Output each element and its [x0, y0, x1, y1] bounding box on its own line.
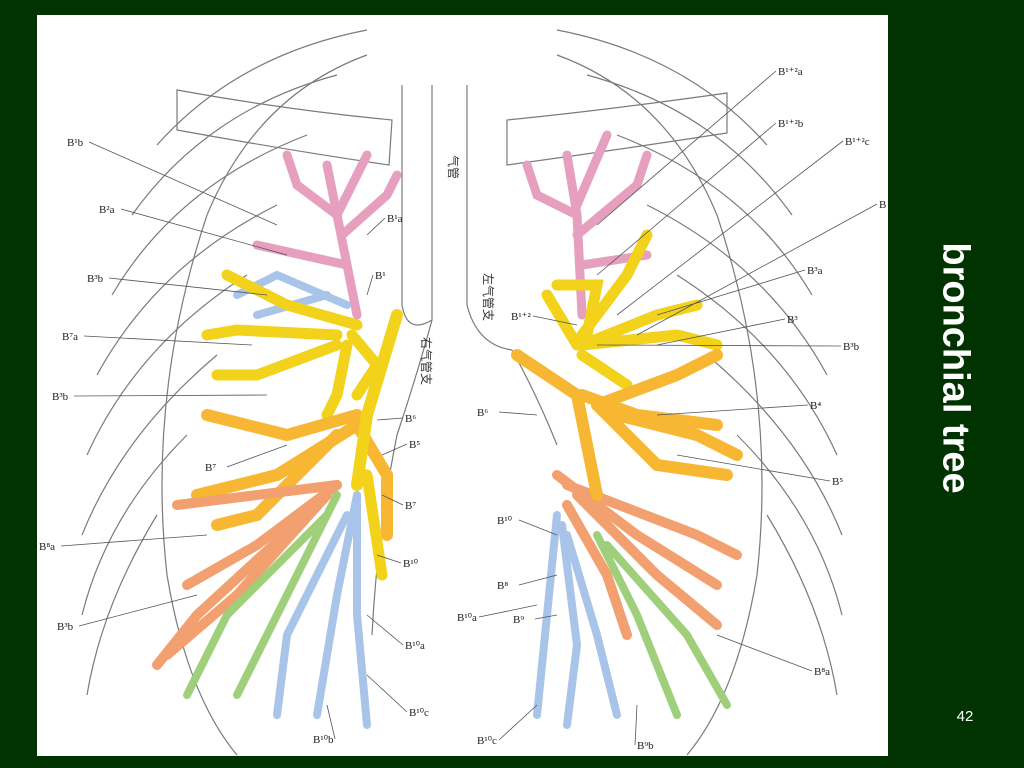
left-lung-label-0: B¹⁺²a [778, 66, 803, 78]
right-lung-label-4: B³b [52, 391, 69, 403]
right-lung-label-11: B⁸a [39, 541, 55, 553]
right-lung-leader-7 [376, 417, 404, 421]
left-lung-leader-7 [656, 404, 809, 416]
left-lung-leader-16 [498, 704, 538, 741]
right-lung-leader-2 [108, 277, 268, 296]
right-lung-label-1: B²a [99, 204, 115, 216]
trachea-label: 气管 [446, 155, 461, 179]
right-lung-leader-11 [60, 534, 208, 547]
left-lung-leader-17 [634, 704, 638, 746]
left-lung-leader-3 [636, 203, 878, 336]
left-lung-leader-4 [656, 269, 806, 316]
left-lung-label-12: B⁸ [497, 580, 508, 592]
left-lung-leader-9 [532, 315, 578, 326]
right-lung-leader-9 [381, 443, 408, 456]
left-lung-leader-8 [676, 454, 831, 482]
bronchial-tree-illustration: B¹bB²aB³bB⁷aB³bB¹aB¹B⁶B⁷B⁵B⁷B⁸aB³bB¹⁰B¹⁰… [39, 29, 886, 756]
rib-and-lung-outlines [81, 29, 843, 756]
slide-title: bronchial tree [934, 242, 977, 494]
right-lung-leader-15 [366, 674, 408, 713]
right-main-bronchus-label: 右气管支 [419, 337, 434, 385]
left-lung-label-3: B [879, 199, 886, 211]
right-lung-leader-10 [381, 494, 404, 506]
right-lung-leader-13 [376, 554, 402, 564]
left-lung-leader-15 [716, 634, 813, 672]
right-lung-leader-1 [120, 208, 288, 256]
left-lung-label-15: B⁸a [814, 666, 830, 678]
right-lung-leader-12 [78, 594, 198, 627]
right-lung-label-8: B⁷ [205, 462, 216, 474]
right-lung-label-13: B¹⁰ [403, 558, 419, 570]
left-lung-leader-2 [616, 140, 844, 316]
right-lung-label-3: B⁷a [62, 331, 78, 343]
right-lung-label-12: B³b [57, 621, 74, 633]
right-lung-leader-14 [366, 614, 404, 646]
left-lung-label-9: B¹⁺² [511, 311, 531, 323]
right-lung-label-15: B¹⁰c [409, 707, 429, 719]
right-lung-leader-6 [366, 274, 374, 296]
right-lung-label-10: B⁷ [405, 500, 416, 512]
right-lung-label-16: B¹⁰b [313, 734, 334, 746]
left-lung-leader-13 [478, 604, 538, 618]
right-lung-label-7: B⁶ [405, 413, 416, 425]
right-lung-label-9: B⁵ [409, 439, 420, 451]
left-lung-label-7: B⁴ [810, 400, 821, 412]
left-lung-label-16: B¹⁰c [477, 735, 497, 747]
right-lung-leader-5 [366, 217, 386, 236]
left-lung-label-17: B⁹b [637, 740, 654, 752]
left-lung-leader-14 [534, 614, 558, 620]
right-lung-label-6: B¹ [375, 270, 386, 282]
left-lung-label-11: B¹⁰ [497, 515, 513, 527]
page-number: 42 [956, 708, 974, 725]
left-lung-label-4: B³a [807, 265, 823, 277]
left-lung-label-13: B¹⁰a [457, 612, 477, 624]
left-lung-leader-1 [596, 122, 777, 276]
right-lung-leader-8 [226, 444, 288, 468]
left-lung-leader-5 [656, 318, 786, 346]
left-lung-leader-12 [518, 574, 558, 586]
left-lung-label-2: B¹⁺²c [845, 136, 870, 148]
left-lung-label-5: B³ [787, 314, 798, 326]
right-lung-label-14: B¹⁰a [405, 640, 425, 652]
left-lung-label-6: B³b [843, 341, 860, 353]
segment-labels: B¹bB²aB³bB⁷aB³bB¹aB¹B⁶B⁷B⁵B⁷B⁸aB³bB¹⁰B¹⁰… [39, 66, 886, 752]
left-lung-label-10: B⁶ [477, 407, 488, 419]
left-lung-leader-0 [596, 70, 777, 226]
right-lung-leader-0 [88, 141, 278, 226]
right-lung-leader-3 [83, 335, 253, 346]
right-lung-leader-4 [73, 394, 268, 397]
chinese-labels: 气管 左气管支 右气管支 [419, 155, 496, 385]
right-lung-label-0: B¹b [67, 137, 84, 149]
left-lung-label-1: B¹⁺²b [778, 118, 804, 130]
right-lung-label-2: B³b [87, 273, 104, 285]
label-leader-lines [60, 70, 878, 746]
right-lung-label-5: B¹a [387, 213, 403, 225]
left-main-bronchus-label: 左气管支 [481, 273, 496, 321]
left-lung-label-14: B⁹ [513, 614, 524, 626]
left-lung-leader-6 [596, 344, 842, 347]
left-lung-leader-11 [518, 519, 558, 536]
left-lung-leader-10 [498, 411, 538, 416]
right-lung-leader-16 [326, 704, 336, 740]
bronchial-branches [152, 130, 743, 729]
left-lung-label-8: B⁵ [832, 476, 843, 488]
